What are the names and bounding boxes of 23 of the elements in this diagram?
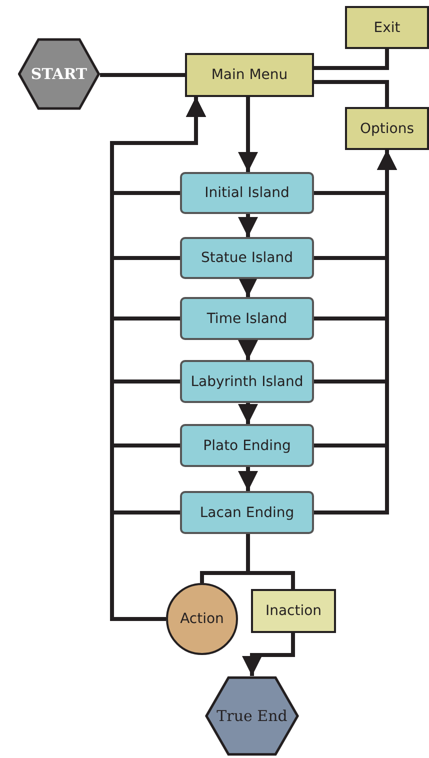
connector-line <box>100 73 185 77</box>
level-box: Plato Ending <box>180 424 314 467</box>
level-box: Lacan Ending <box>180 491 314 534</box>
arrow <box>238 214 258 237</box>
connector-line <box>314 80 389 107</box>
level-box: Initial Island <box>180 172 314 214</box>
level-box: Statue Island <box>180 237 314 279</box>
level-box: Time Island <box>180 297 314 340</box>
menu-box: Main Menu <box>185 53 314 97</box>
arrow <box>238 340 258 360</box>
menu-box: Exit <box>345 6 429 49</box>
connector-line <box>314 49 389 70</box>
arrow <box>238 467 258 491</box>
arrow <box>238 97 258 172</box>
arrow <box>242 633 295 676</box>
end-hexagon: True End <box>205 676 299 756</box>
action-circle: Action <box>166 583 238 655</box>
arrow <box>238 277 258 297</box>
level-box: Labyrinth Island <box>180 360 314 403</box>
start-hexagon: START <box>18 38 100 110</box>
choice-box: Inaction <box>251 589 336 633</box>
menu-box: Options <box>345 107 429 150</box>
arrow <box>238 403 258 424</box>
